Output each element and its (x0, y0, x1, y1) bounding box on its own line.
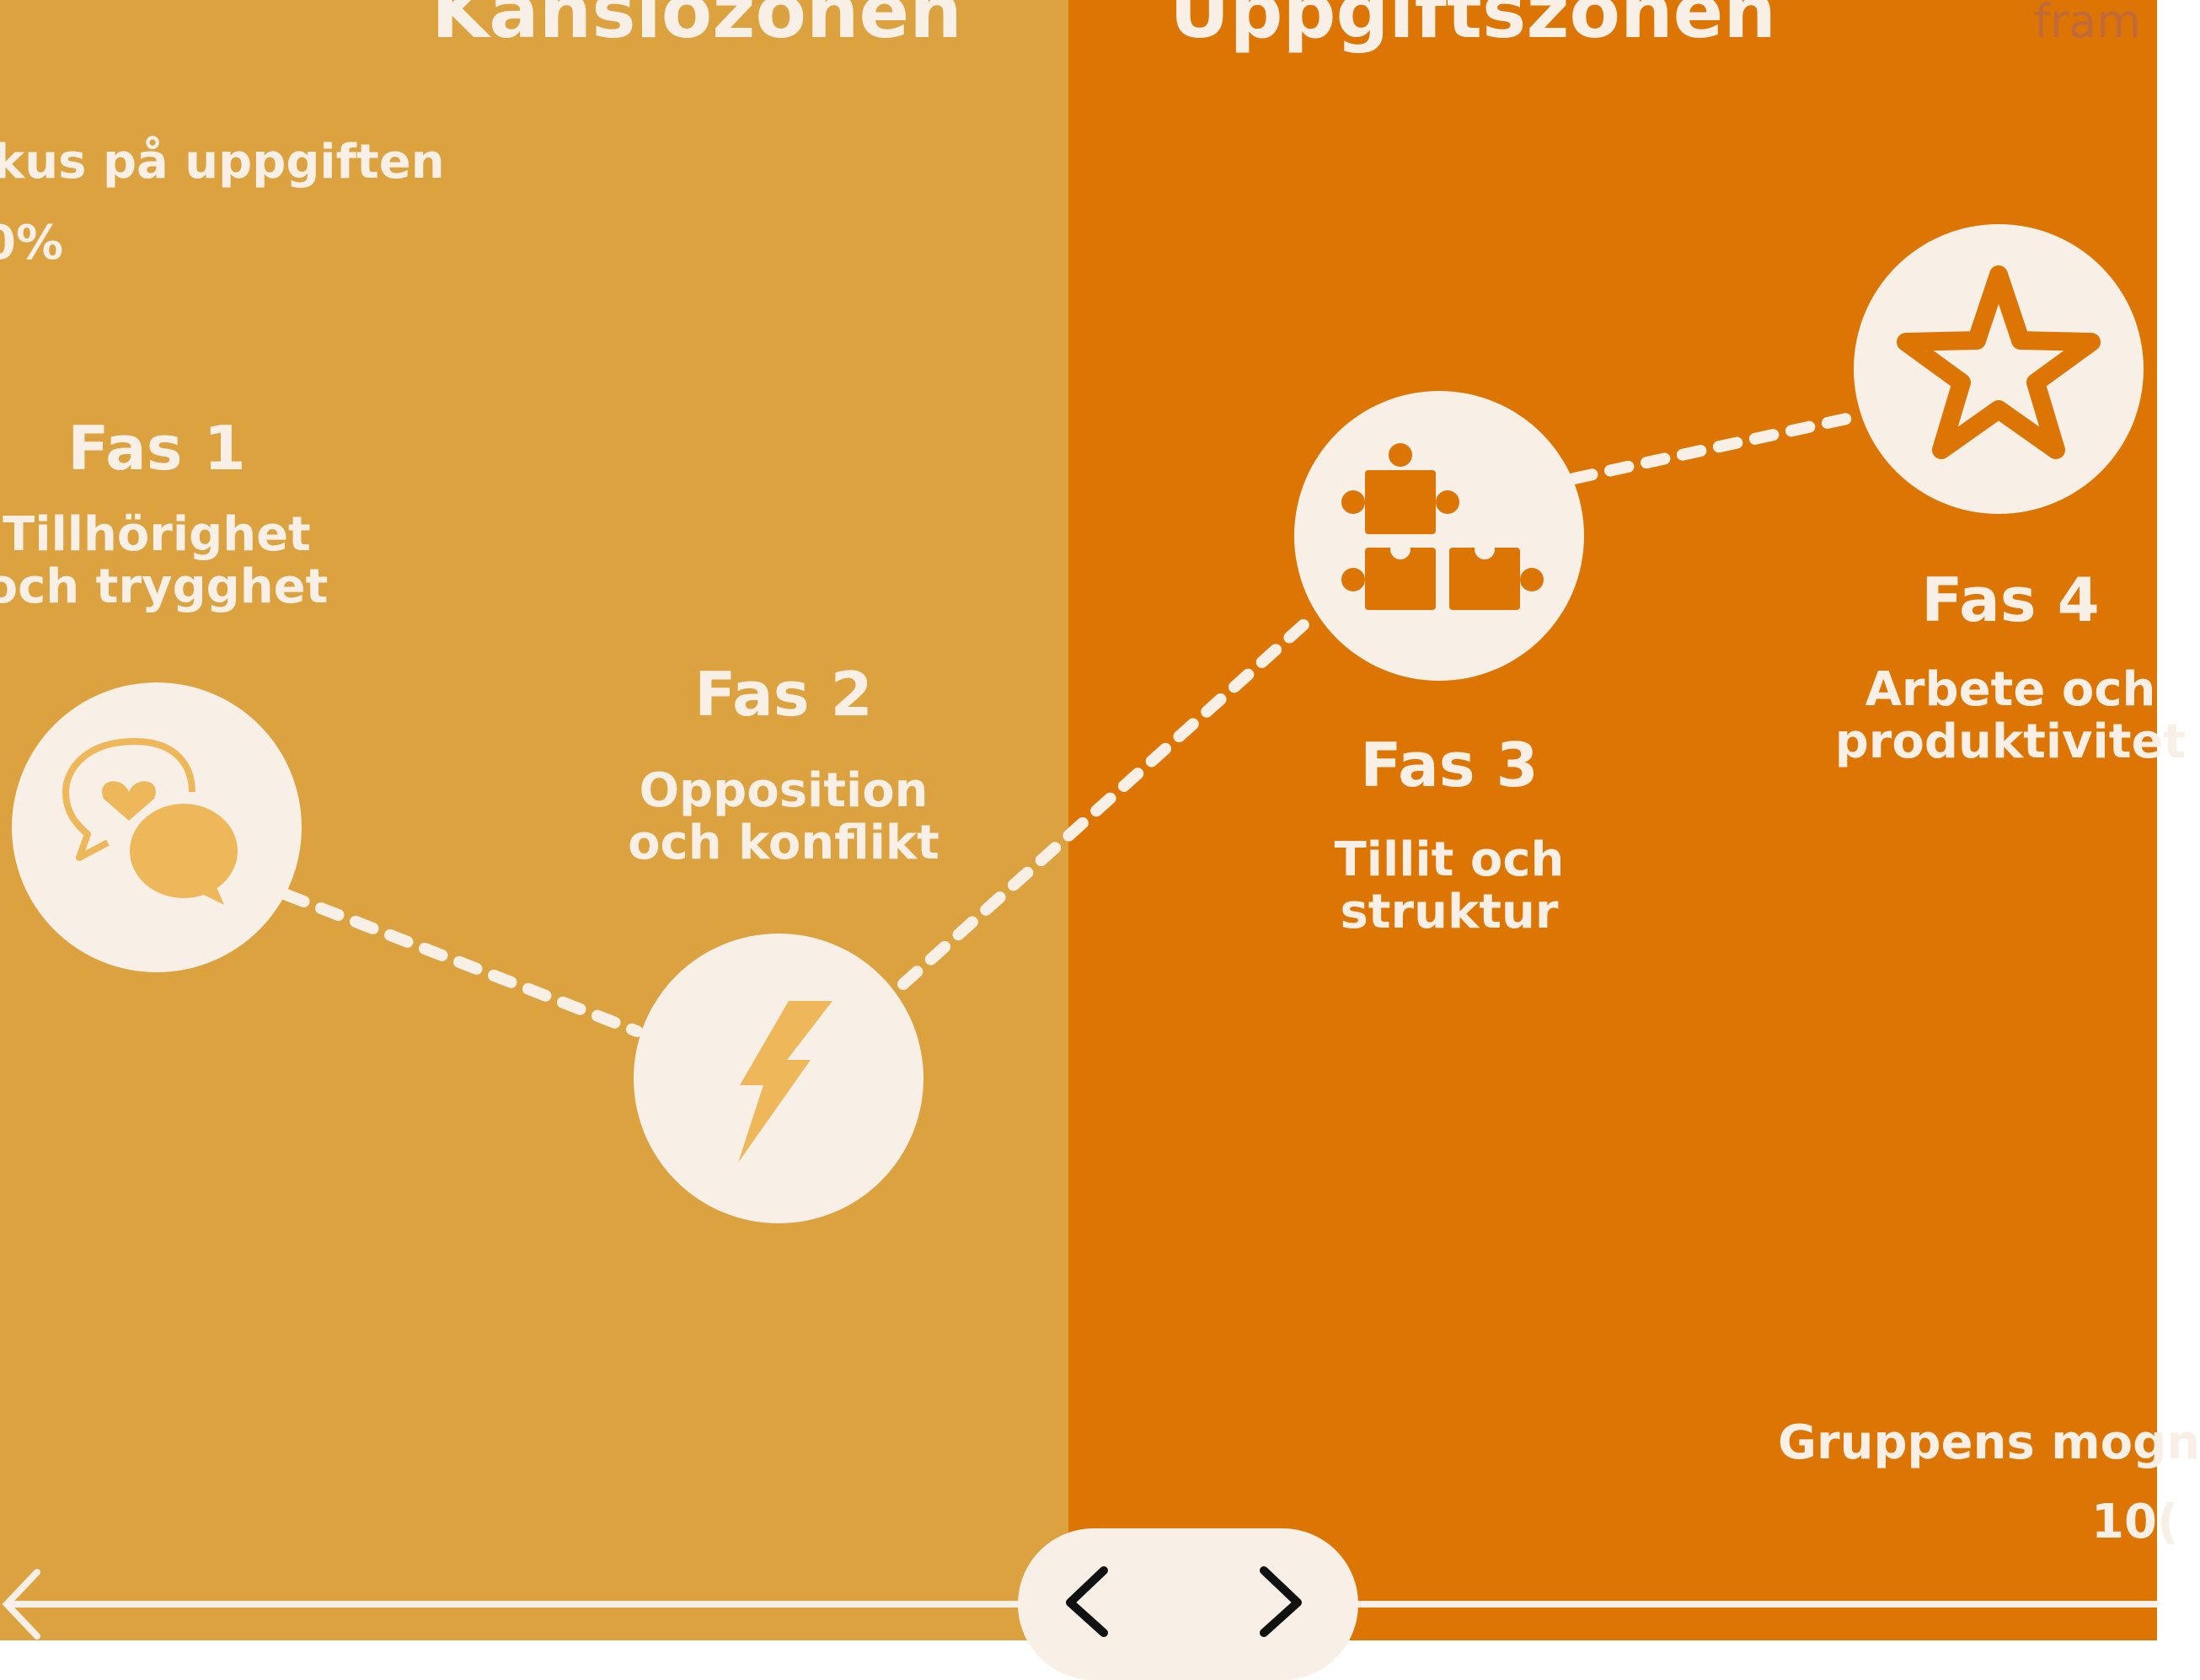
task-zone-title: Uppgiftszonen (1170, 0, 1776, 55)
task-focus-label: kus på uppgiften (0, 135, 445, 190)
chevron-right-icon (1260, 1566, 1302, 1637)
connector-3-4 (1568, 412, 1856, 484)
phase-1-subtitle: Tillhörighet och trygghet (0, 507, 329, 614)
star-icon (1897, 265, 2101, 459)
phase-4-node (1854, 224, 2144, 514)
phase-3-subtitle: Tillit och struktur (1334, 832, 1565, 939)
puzzle-pieces-icon (1341, 443, 1544, 610)
phase-2-node (634, 934, 923, 1223)
group-maturity-value: 10( (2091, 1495, 2179, 1549)
phase-3-number: Fas 3 (1360, 730, 1539, 800)
connector-1-2 (281, 889, 643, 1037)
lightning-bolt-icon (738, 1001, 832, 1163)
maturity-axis (2, 1569, 2160, 1640)
group-maturity-label: Gruppens mogn (1778, 1415, 2200, 1470)
phase-4-number: Fas 4 (1921, 564, 2100, 635)
phase-diagram (2, 224, 2160, 1640)
phase-4-subtitle: Arbete och produktivitet (1834, 662, 2187, 769)
feeling-zone-title: Känslozonen (431, 0, 962, 55)
phase-1-node (12, 682, 302, 972)
axis-arrow-left-icon (2, 1569, 40, 1640)
phase-2-number: Fas 2 (694, 659, 873, 730)
task-focus-value: 0% (0, 216, 64, 270)
chat-bubbles-heart-icon (62, 738, 238, 905)
phase-3-node (1294, 391, 1584, 681)
prev-button[interactable] (1045, 1550, 1137, 1643)
next-button[interactable] (1234, 1550, 1326, 1643)
phase-1-number: Fas 1 (67, 413, 246, 484)
chevron-left-icon (1066, 1566, 1108, 1637)
connector-2-3 (897, 609, 1320, 990)
phase-2-subtitle: Opposition och konflikt (628, 763, 939, 870)
brand-logo: fram (2034, 0, 2141, 48)
